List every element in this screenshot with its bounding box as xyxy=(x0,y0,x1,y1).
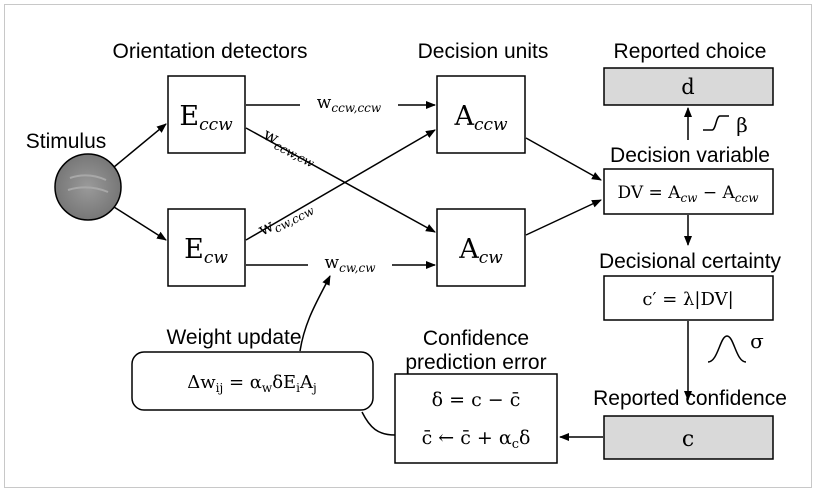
weight-update-to-weights-arrow xyxy=(299,275,331,352)
a-cw-box xyxy=(436,208,526,287)
a-ccw-box xyxy=(436,75,526,154)
decisional-certainty-label: Decisional certainty xyxy=(599,250,782,273)
weight-update-box xyxy=(131,351,374,411)
sigmoid-icon xyxy=(703,115,729,131)
stimulus-label: Stimulus xyxy=(26,130,107,153)
dv-equation: DV = Acw − Accw xyxy=(618,183,760,205)
e-ccw-text: Eccw xyxy=(179,101,233,135)
w-label-bg xyxy=(300,92,398,112)
e-cw-text: Ecw xyxy=(184,234,228,268)
reported-confidence-label: Reported confidence xyxy=(593,387,787,410)
e-ccw-box xyxy=(167,75,246,154)
acw-to-dv-arrow xyxy=(525,199,602,236)
confidence-pe-label-line1: Confidence xyxy=(423,327,529,350)
accw-to-dv-arrow xyxy=(525,137,602,181)
w-ccw-ccw-label: wccw,ccw xyxy=(317,93,382,115)
a-cw-text: Acw xyxy=(458,234,503,268)
gaussian-icon xyxy=(707,335,747,363)
stim-to-eccw-arrow xyxy=(113,123,167,168)
orientation-detectors-label: Orientation detectors xyxy=(113,40,308,63)
w-cw-cw-label: wcw,cw xyxy=(325,253,377,275)
reported-choice-box xyxy=(603,67,774,106)
certainty-box xyxy=(603,275,774,321)
w-ccw-cw-arrow xyxy=(245,127,436,233)
choice-value: d xyxy=(681,75,694,99)
w-ccw-cw-label: wccw,cw xyxy=(259,125,321,171)
weight-update-equation: Δwij = αwδEiAj xyxy=(187,372,317,395)
reported-choice-label: Reported choice xyxy=(614,40,767,63)
beta-label: β xyxy=(736,113,748,137)
confidence-value: c xyxy=(682,427,694,452)
w-cw-ccw-arrow xyxy=(245,129,436,241)
pe-equation-2: c̄ ← c̄ + αcδ xyxy=(422,427,531,452)
pe-to-weight-connector xyxy=(361,411,396,436)
w-label-bg xyxy=(308,252,392,272)
decision-variable-label: Decision variable xyxy=(610,144,770,167)
reported-confidence-box xyxy=(603,415,774,460)
grating-stripe xyxy=(69,174,107,181)
weight-update-label: Weight update xyxy=(166,326,301,349)
confidence-pe-label-line2: prediction error xyxy=(405,351,546,374)
certainty-equation: c′ = λ|DV| xyxy=(642,289,733,310)
pe-equation-1: δ = c − c̄ xyxy=(432,389,521,411)
stim-to-ecw-arrow xyxy=(113,206,167,241)
sigma-label: σ xyxy=(750,329,764,353)
decision-units-label: Decision units xyxy=(418,40,549,63)
dv-box xyxy=(603,168,774,215)
figure-frame xyxy=(4,4,812,488)
e-cw-box xyxy=(167,208,246,287)
a-ccw-text: Accw xyxy=(453,101,508,135)
prediction-error-box xyxy=(394,373,558,464)
grating-stripe xyxy=(67,186,109,193)
w-cw-ccw-label: wcw,ccw xyxy=(255,196,317,242)
